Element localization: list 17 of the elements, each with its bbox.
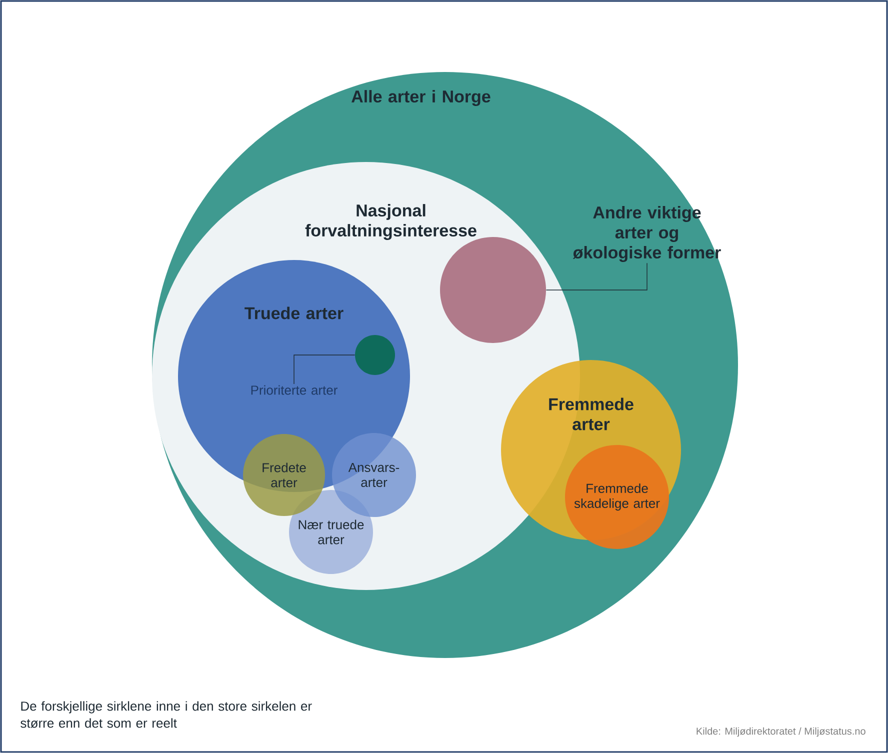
circle-label: Alle arter i Norge — [352, 90, 490, 106]
circle — [243, 434, 325, 516]
circle — [332, 433, 416, 517]
circle-label: Fremmede arter — [549, 398, 634, 430]
circle-label: Nasjonal forvaltningsinteresse — [305, 204, 476, 240]
circle — [565, 445, 669, 549]
circle-label: Nær truede arter — [298, 520, 364, 544]
source-note: Kilde: Miljødirektoratet / Miljøstatus.no — [696, 727, 866, 737]
circle — [355, 335, 395, 375]
circle-label: Prioriterte arter — [251, 385, 338, 395]
leader-line — [294, 354, 356, 384]
circle-label: Ansvars- arter — [348, 462, 400, 488]
circle-label: Truede arter — [244, 306, 344, 320]
circle-label: Fredete arter — [262, 462, 306, 488]
circle-label: Fremmede skadelige arter — [574, 483, 660, 511]
leader-line — [546, 262, 648, 290]
note: De forskjellige sirklene inne i den store sirkelen er større enn det som er reelt — [20, 701, 312, 728]
